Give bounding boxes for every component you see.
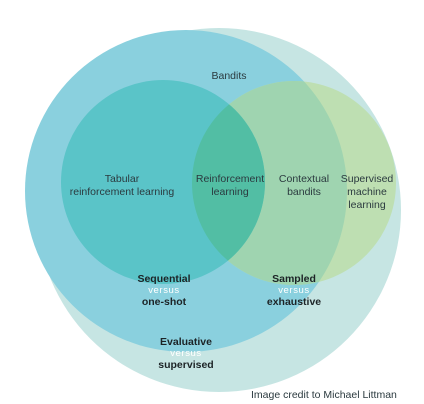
tabular-label-line1: Tabular — [105, 173, 140, 185]
evaluative-label: Evaluative — [160, 336, 212, 348]
sequential-label: Sequential — [137, 273, 190, 285]
evaluative-versus: versus — [170, 348, 202, 359]
contextual-label-line2: bandits — [287, 186, 321, 198]
contextual-label-line1: Contextual — [279, 173, 329, 185]
exhaustive-label: exhaustive — [267, 296, 321, 308]
rl-overlap-region — [192, 81, 265, 284]
one-shot-label: one-shot — [142, 296, 187, 308]
sequential-versus: versus — [148, 285, 180, 296]
supervised-label-line3: learning — [348, 199, 386, 211]
bandits-label: Bandits — [211, 70, 246, 82]
supervised-axis-label: supervised — [158, 359, 213, 371]
supervised-label-line1: Supervised — [341, 173, 394, 185]
supervised-label-line2: machine — [347, 186, 387, 198]
sampled-label: Sampled — [272, 273, 316, 285]
tabular-label-line2: reinforcement learning — [70, 186, 175, 198]
rl-label-line1: Reinforcement — [196, 173, 264, 185]
rl-label-line2: learning — [211, 186, 249, 198]
image-credit: Image credit to Michael Littman — [251, 389, 397, 401]
sampled-versus: versus — [278, 285, 310, 296]
